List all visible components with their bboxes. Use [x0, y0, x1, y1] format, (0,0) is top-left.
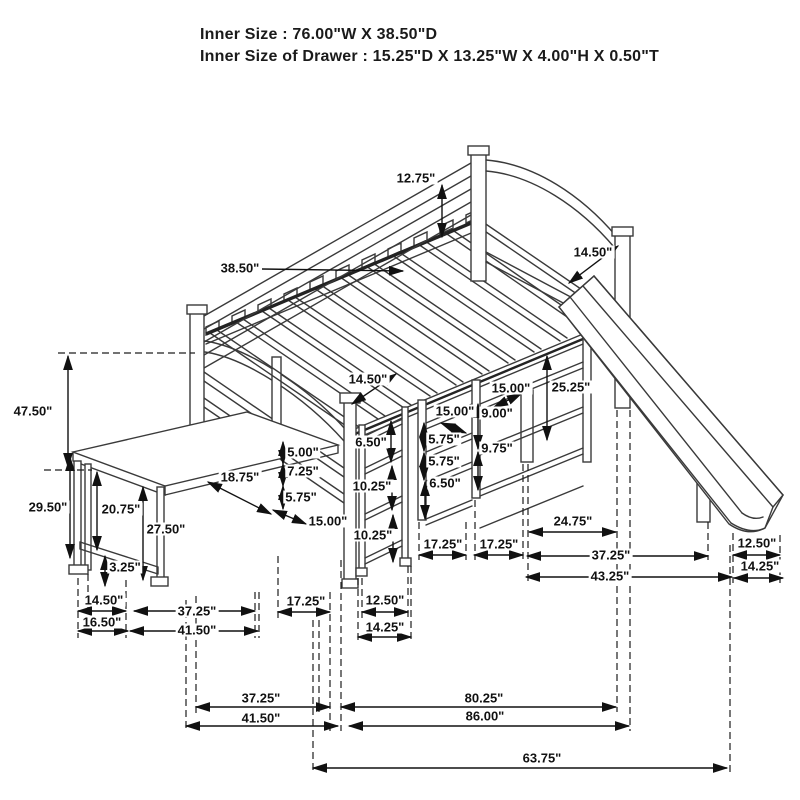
dimension-label: 7.25" — [285, 463, 321, 479]
dimension-label: 15.00" — [489, 380, 533, 396]
dimension-label: 25.25" — [549, 379, 593, 395]
dimension-label: 63.75" — [520, 750, 564, 766]
dimension-label: 12.75" — [394, 170, 438, 186]
dimension-label: 17.25" — [284, 593, 328, 609]
dimension-label: 12.50" — [363, 592, 407, 608]
dimension-label: 9.75" — [479, 440, 515, 456]
dimension-label: 6.50" — [427, 475, 463, 491]
bed-frame — [186, 145, 634, 589]
dimension-label: 15.00" — [433, 403, 477, 419]
dimension-label: 14.50" — [571, 244, 615, 260]
dimension-label: 5.75" — [426, 453, 462, 469]
dimension-label: 5.75" — [283, 489, 319, 505]
dimension-label: 86.00" — [463, 708, 507, 724]
dimension-label: 14.25" — [363, 619, 407, 635]
dimension-label: 10.25" — [351, 527, 395, 543]
dimension-label: 24.75" — [551, 513, 595, 529]
ladder — [355, 406, 412, 577]
dimension-label: 37.25" — [239, 690, 283, 706]
slide — [558, 275, 784, 533]
dimension-label: 47.50" — [11, 403, 55, 419]
dimension-label: 14.50" — [82, 592, 126, 608]
inner-size-text: Inner Size : 76.00"W X 38.50"D — [200, 26, 438, 43]
dimension-label: 17.25" — [421, 536, 465, 552]
dimension-label: 41.50" — [239, 710, 283, 726]
dimension-label: 17.25" — [477, 536, 521, 552]
dimension-label: 29.50" — [26, 499, 70, 515]
dimension-label: 43.25" — [588, 568, 632, 584]
dimension-label: 5.00" — [285, 444, 321, 460]
dimension-label: 18.75" — [218, 469, 262, 485]
dimension-label: 41.50" — [175, 622, 219, 638]
dimension-label: 14.25" — [738, 558, 782, 574]
dimension-label: 38.50" — [218, 260, 262, 276]
dimension-label: 20.75" — [99, 501, 143, 517]
dimension-label: 6.50" — [353, 434, 389, 450]
dimension-label: 9.00" — [479, 405, 515, 421]
dimension-label: 27.50" — [144, 521, 188, 537]
dimension-label: 15.00" — [306, 513, 350, 529]
dimension-label: 10.25" — [350, 478, 394, 494]
dimension-label: 12.50" — [735, 535, 779, 551]
dimension-label: 14.50" — [346, 371, 390, 387]
dimension-label: 37.25" — [589, 547, 633, 563]
dimension-label: 80.25" — [462, 690, 506, 706]
dimension-label: 37.25" — [175, 603, 219, 619]
dimension-label: 16.50" — [80, 614, 124, 630]
dimension-label: 5.75" — [426, 431, 462, 447]
drawer-size-text: Inner Size of Drawer : 15.25"D X 13.25"W… — [200, 48, 660, 65]
dimension-label: 3.25" — [107, 559, 143, 575]
